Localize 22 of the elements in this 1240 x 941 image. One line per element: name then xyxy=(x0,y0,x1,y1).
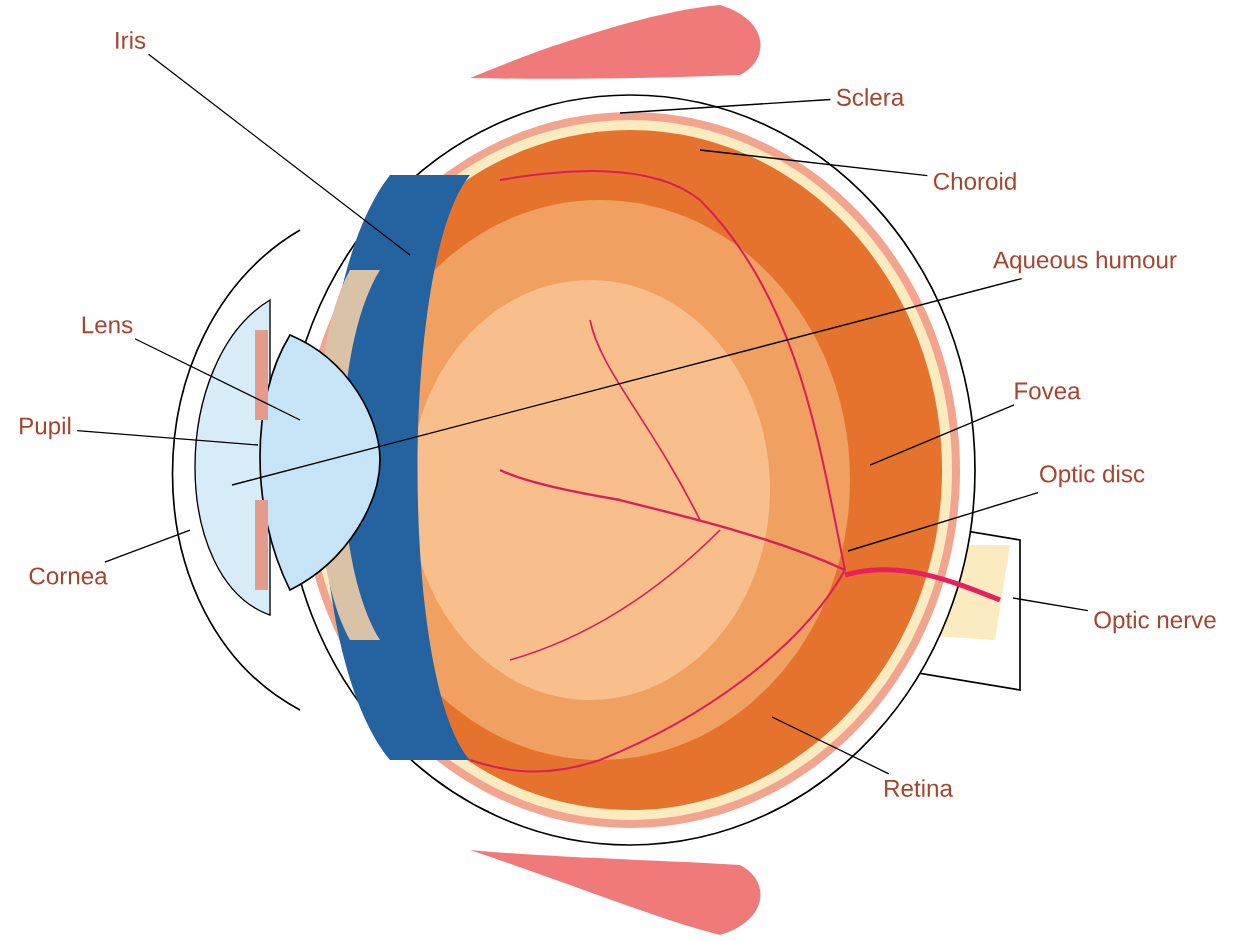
part-label: Optic nerve xyxy=(1094,610,1216,634)
part-label: Optic disc xyxy=(1040,464,1145,488)
part-label: Sclera xyxy=(836,88,905,106)
part-label: Cornea xyxy=(29,567,108,585)
part-label: Retina xyxy=(885,779,953,797)
part-label: Fovea xyxy=(1015,382,1081,400)
part-label: Choroid xyxy=(933,172,1016,190)
leader-line xyxy=(619,98,832,114)
leader-line xyxy=(1012,597,1089,612)
leader-line xyxy=(231,277,1023,486)
leader-line xyxy=(76,429,259,446)
leader-line xyxy=(147,53,411,256)
leader-line xyxy=(104,529,191,563)
part-label: Aqueous humour xyxy=(993,250,1177,274)
leader-line xyxy=(699,149,929,177)
leader-line xyxy=(869,404,1015,466)
part-label: Pupil xyxy=(20,416,71,440)
leader-line xyxy=(771,716,890,775)
leader-line xyxy=(134,338,301,421)
leader-line xyxy=(847,491,1039,552)
part-label: Iris xyxy=(116,31,146,49)
part-label: Lens xyxy=(82,316,133,334)
